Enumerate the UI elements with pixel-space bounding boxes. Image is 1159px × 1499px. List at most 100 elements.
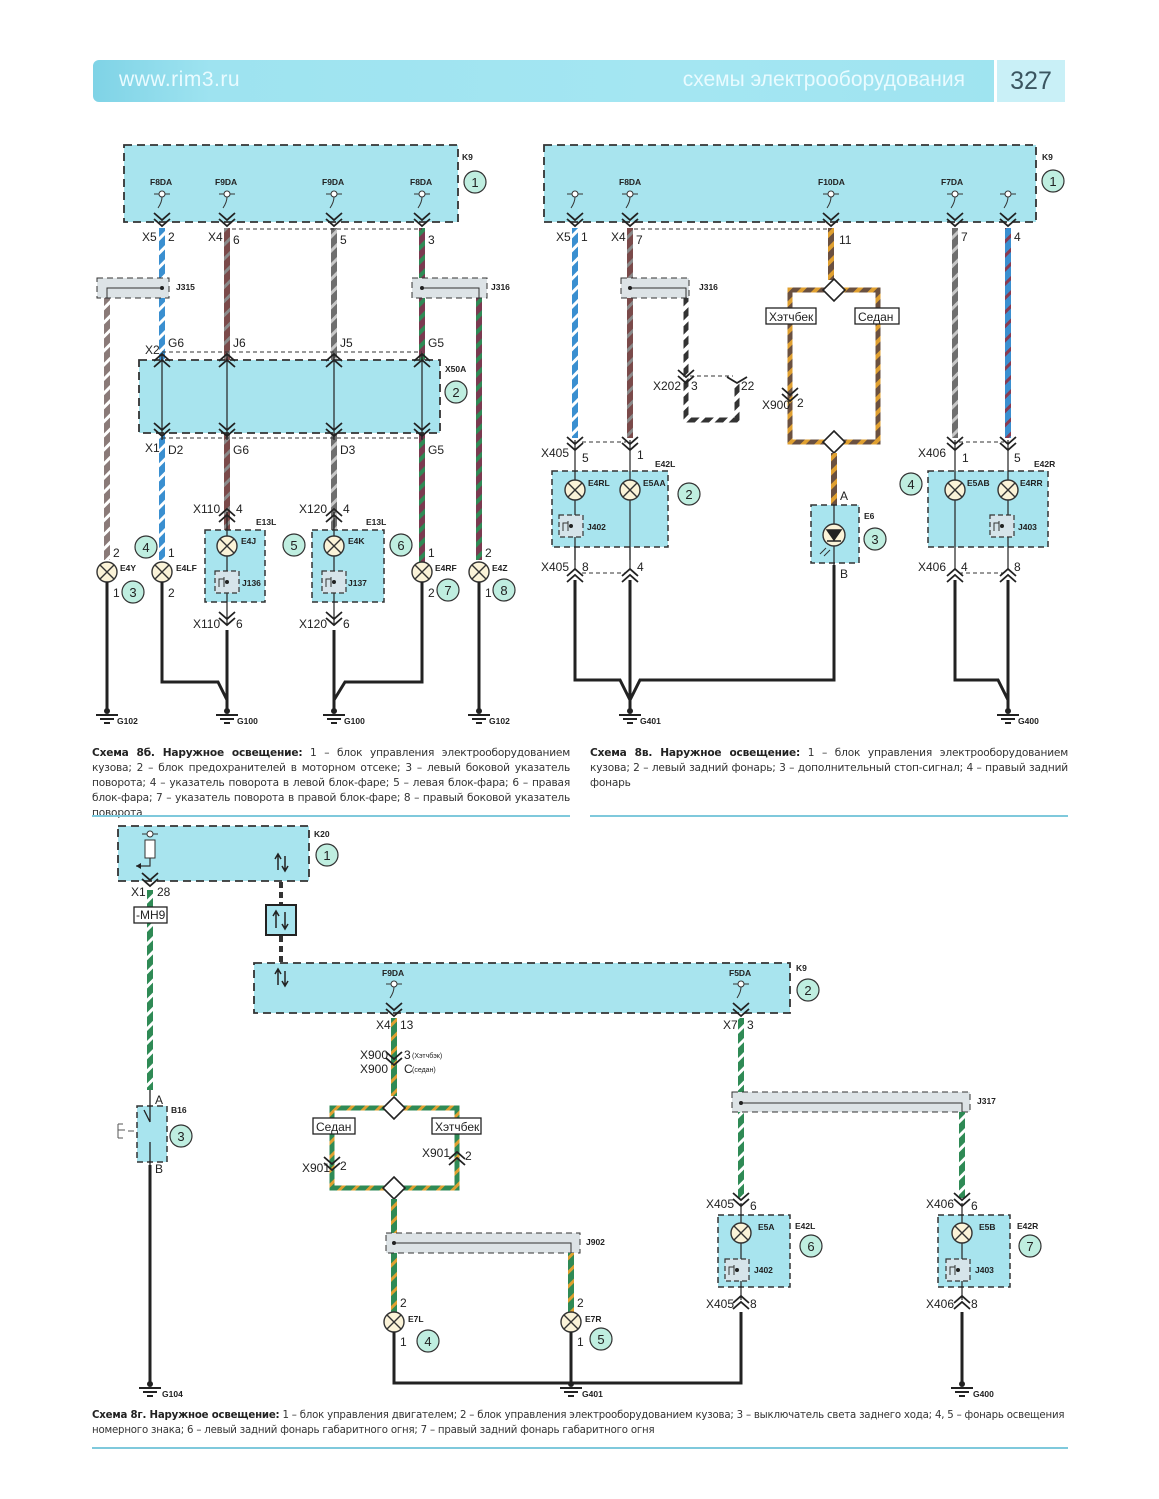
pin-label: 8 bbox=[1014, 560, 1021, 574]
connector-label: X7 bbox=[723, 1018, 738, 1032]
pin-label: J6 bbox=[233, 336, 246, 350]
lamp-label: E4RF bbox=[435, 563, 457, 573]
pin-label: 28 bbox=[157, 885, 171, 899]
pin-label: 4 bbox=[637, 560, 644, 574]
lamp-label: E5A bbox=[758, 1222, 775, 1232]
variant-label: Хэтчбек bbox=[769, 310, 814, 324]
badge: 3 bbox=[177, 1129, 184, 1144]
splice-j317 bbox=[731, 1091, 971, 1113]
ground-label: G400 bbox=[1018, 716, 1039, 726]
page-header: www.rim3.ru схемы электрооборудования 32… bbox=[93, 60, 1065, 102]
switch-icon bbox=[321, 570, 347, 594]
scheme-8v: K9 1 F8DA F10DA F7DA X5 1 X4 7 11 7 4 J3… bbox=[541, 144, 1065, 726]
wire bbox=[627, 228, 633, 438]
pin-label: 4 bbox=[236, 502, 243, 516]
fuse-label: F8DA bbox=[410, 177, 432, 187]
divider bbox=[92, 815, 570, 817]
pin-label: C bbox=[404, 1062, 413, 1076]
pin-label: 5 bbox=[340, 233, 347, 247]
connector-label: X120 bbox=[299, 617, 327, 631]
connector-label: X406 bbox=[926, 1197, 954, 1211]
component-id: E13L bbox=[256, 517, 276, 527]
splice-label: J315 bbox=[176, 282, 195, 292]
wire bbox=[391, 1018, 397, 1096]
pin-label: 3 bbox=[404, 1048, 411, 1062]
variant-hatch-box bbox=[431, 1117, 482, 1135]
pin-label: 6 bbox=[343, 617, 350, 631]
component-id: B16 bbox=[171, 1105, 187, 1115]
caption-8v: Схема 8в. Наружное освещение: 1 – блок у… bbox=[590, 746, 1068, 791]
lamp-label: E4LF bbox=[176, 563, 197, 573]
switch-label: J403 bbox=[975, 1265, 994, 1275]
connector-label: X5 bbox=[142, 230, 157, 244]
wire bbox=[104, 298, 110, 560]
fuse-label: F5DA bbox=[729, 968, 751, 978]
connector-label: X405 bbox=[541, 446, 569, 460]
badge: 2 bbox=[452, 385, 459, 400]
pin-label: 1 bbox=[485, 586, 492, 600]
splice-label: J317 bbox=[977, 1096, 996, 1106]
connector-label: X4 bbox=[208, 230, 223, 244]
divider bbox=[590, 815, 1068, 817]
ground-label: G102 bbox=[117, 716, 138, 726]
splice-label: J902 bbox=[586, 1237, 605, 1247]
badge: 6 bbox=[807, 1239, 814, 1254]
caption-text: 1 – блок управления электрооборудованием… bbox=[590, 747, 1068, 789]
pin-note: (седан) bbox=[412, 1067, 436, 1074]
pin-label: J5 bbox=[340, 336, 353, 350]
lamp-label: E4Y bbox=[120, 563, 136, 573]
fuse-label: F9DA bbox=[322, 177, 344, 187]
page-number: 327 bbox=[994, 60, 1065, 102]
caption-text: 1 – блок управления двигателем; 2 – блок… bbox=[92, 1410, 1065, 1436]
variant-sedan-box bbox=[854, 307, 900, 325]
connector-label: X405 bbox=[706, 1297, 734, 1311]
pin-label: 3 bbox=[691, 379, 698, 393]
badge: 3 bbox=[871, 532, 878, 547]
lamp-label: E4RR bbox=[1020, 478, 1043, 488]
pin-label: 1 bbox=[577, 1335, 584, 1349]
lamp-label: E7R bbox=[585, 1314, 602, 1324]
wire bbox=[959, 1112, 965, 1198]
switch-label: J402 bbox=[754, 1265, 773, 1275]
pin-label: A bbox=[840, 489, 848, 503]
connector-label: X1 bbox=[131, 885, 146, 899]
ground-label: G401 bbox=[582, 1389, 603, 1399]
badge: 2 bbox=[804, 983, 811, 998]
lamp-icon bbox=[411, 561, 433, 583]
variant-label: Седан bbox=[858, 310, 893, 324]
badge: 1 bbox=[1049, 174, 1056, 189]
pin-label: 6 bbox=[236, 617, 243, 631]
component-id: E42R bbox=[1017, 1221, 1038, 1231]
ground-icon bbox=[996, 707, 1020, 724]
wire bbox=[476, 298, 482, 560]
pin-label: 2 bbox=[797, 396, 804, 410]
bus-label: -MH9 bbox=[136, 908, 166, 922]
component-id: E6 bbox=[864, 511, 875, 521]
wire bbox=[147, 890, 153, 1090]
pin-label: 2 bbox=[577, 1296, 584, 1310]
badge: 2 bbox=[685, 487, 692, 502]
module-k9 bbox=[123, 144, 459, 223]
lamp-label: E4J bbox=[241, 536, 256, 546]
pin-label: 1 bbox=[400, 1335, 407, 1349]
pin-label: 6 bbox=[971, 1199, 978, 1213]
switch-icon bbox=[989, 514, 1015, 538]
lamp-label: E5AB bbox=[967, 478, 990, 488]
lamp-icon bbox=[151, 561, 173, 583]
pin-label: 6 bbox=[233, 233, 240, 247]
connector-label: X110 bbox=[193, 617, 220, 631]
lamp-label: E4Z bbox=[492, 563, 508, 573]
pin-label: 3 bbox=[428, 233, 435, 247]
pin-label: 1 bbox=[637, 448, 644, 462]
switch-icon bbox=[558, 514, 584, 538]
ground-icon bbox=[215, 707, 239, 724]
pin-label: 1 bbox=[113, 586, 120, 600]
connector-label: X2 bbox=[145, 343, 160, 357]
connector-label: X900 bbox=[762, 398, 790, 412]
connector-label: X900 bbox=[360, 1062, 388, 1076]
pin-label: 4 bbox=[343, 502, 350, 516]
lamp-icon bbox=[730, 1222, 752, 1244]
pin-label: 5 bbox=[1014, 451, 1021, 465]
reverse-switch bbox=[136, 1105, 168, 1163]
